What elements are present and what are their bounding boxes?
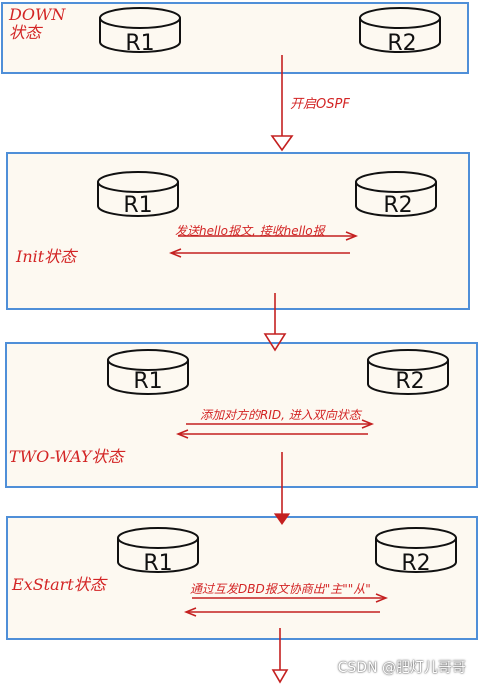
router-r1-exstart-label: R1 <box>143 551 173 576</box>
router-r2-exstart-label: R2 <box>401 551 431 576</box>
state-label-init: Init状态 <box>16 247 77 266</box>
message-exstart: 通过互发DBD报文协商出"主""从" <box>190 582 371 596</box>
state-panel-two-way <box>5 342 478 488</box>
state-panel-down <box>1 2 469 74</box>
transition-arrow-4 <box>271 628 289 684</box>
transition-arrow-2 <box>263 293 287 352</box>
state-label-two-way: TWO-WAY状态 <box>9 447 124 466</box>
transition-label-ospf: 开启OSPF <box>290 97 350 112</box>
message-two-way: 添加对方的RID, 进入双向状态 <box>200 408 361 422</box>
transition-arrow-1 <box>270 55 294 152</box>
watermark: CSDN @肥灯儿哥哥 <box>337 660 466 676</box>
message-init: 发送hello报文, 接收hello报 <box>175 224 325 238</box>
router-r1-init-label: R1 <box>123 193 153 218</box>
message-arrow-exstart-right <box>192 593 389 603</box>
message-arrow-exstart-left <box>183 607 380 617</box>
message-arrow-two-way-left <box>175 429 368 439</box>
router-r2-two-way-label: R2 <box>395 369 425 394</box>
transition-arrow-3 <box>273 452 291 526</box>
message-arrow-two-way-right <box>186 419 375 429</box>
router-r2-init-label: R2 <box>383 193 413 218</box>
router-r2-down-label: R2 <box>387 31 417 56</box>
message-arrow-init-left <box>168 248 350 258</box>
router-r1-two-way-label: R1 <box>133 369 163 394</box>
message-arrow-init-right <box>178 231 359 241</box>
state-label-exstart: ExStart状态 <box>12 575 106 594</box>
state-panel-init <box>6 152 470 310</box>
state-panel-exstart <box>6 516 478 640</box>
state-label-down: DOWN 状态 <box>9 5 66 42</box>
router-r1-down-label: R1 <box>125 31 155 56</box>
